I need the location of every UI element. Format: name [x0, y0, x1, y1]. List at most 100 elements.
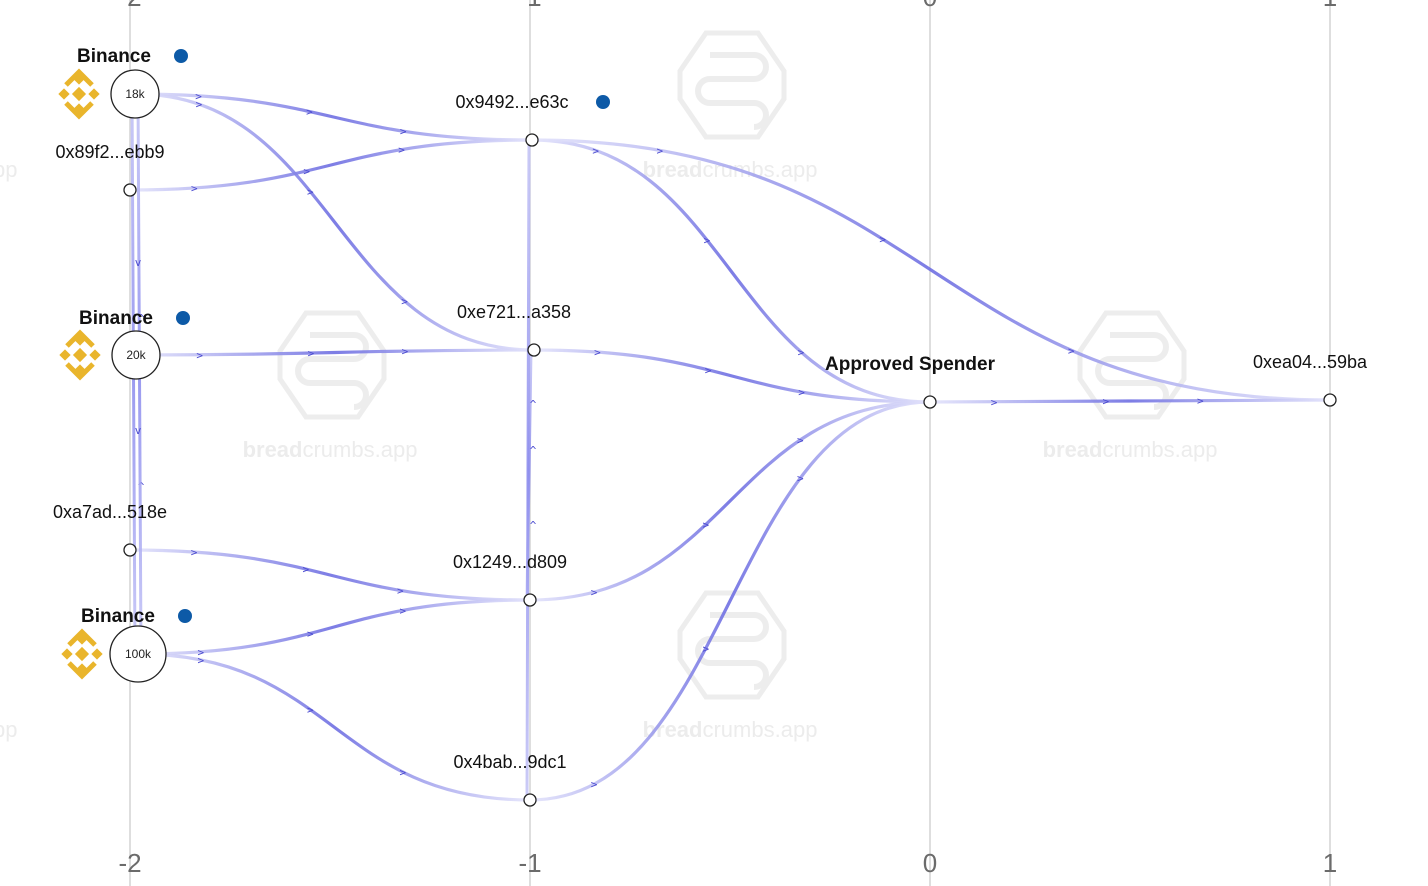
address-node-circle[interactable] [1323, 393, 1337, 407]
edge-arrow-icon: > [302, 563, 309, 576]
node-amount-badge: 18k [125, 87, 145, 101]
edge-arrow-icon: > [195, 90, 202, 103]
edge-bin3-a1249[interactable] [136, 598, 532, 656]
edge-arrow-icon: > [1068, 344, 1075, 357]
edge-bin2-ae721[interactable] [134, 348, 536, 357]
exchange-node-circle[interactable] [111, 330, 161, 380]
edge-arrow-icon: > [592, 144, 599, 157]
node-a89f2[interactable]: 0x89f2...ebb9 [55, 142, 165, 197]
edge-arrow-icon: ^ [530, 519, 537, 532]
edge-arrow-icon: > [798, 386, 805, 399]
node-bin1[interactable]: 18k Binance [58, 46, 188, 120]
node-spender[interactable]: Approved Spender [825, 354, 996, 409]
edge-arrow-icon: > [705, 364, 712, 377]
status-dot-icon [174, 49, 188, 63]
edge-bin1-a9492[interactable] [133, 92, 534, 142]
edge-arrow-icon: > [1197, 394, 1204, 407]
edge-arrow-icon: > [400, 766, 407, 779]
edge-arrow-icon: ^ [530, 444, 537, 457]
watermark-text: breadcrumbs.app [0, 157, 17, 182]
watermark-logo-icon [277, 310, 387, 420]
edge-bin1-ae721[interactable] [133, 92, 536, 352]
node-label: 0x9492...e63c [455, 92, 568, 112]
edge-arrow-icon: > [591, 778, 598, 791]
watermark-text: breadcrumbs.app [0, 717, 17, 742]
edge-arrow-icon: > [591, 586, 598, 599]
node-a4bab[interactable]: 0x4bab...9dc1 [453, 752, 567, 807]
address-node-circle[interactable] [527, 343, 541, 357]
edge-bin3-a4bab[interactable] [136, 652, 532, 802]
axis-tick-top: 0 [923, 0, 937, 12]
edge-arrow-icon: ^ [138, 312, 145, 325]
edge-arrow-icon: > [400, 125, 407, 138]
axis-tick-top: -2 [118, 0, 141, 12]
node-label: Binance [77, 46, 151, 67]
node-amount-badge: 100k [125, 647, 152, 661]
axis-tick-bottom: 1 [1323, 848, 1337, 878]
node-a9492[interactable]: 0x9492...e63c [455, 92, 610, 147]
node-label: Binance [81, 606, 155, 627]
edge-spender-aea04[interactable] [928, 398, 1332, 404]
node-aea04[interactable]: 0xea04...59ba [1253, 352, 1368, 407]
watermark-layer: breadcrumbs.app breadcrumbs.app breadcrumb… [0, 30, 1217, 742]
node-layer: 18kBinance0x89f2...ebb920kBinance0xa7ad.… [53, 46, 1368, 807]
status-dot-icon [176, 311, 190, 325]
node-label: Binance [79, 308, 153, 329]
node-label: 0x89f2...ebb9 [55, 142, 164, 162]
node-aa7ad[interactable]: 0xa7ad...518e [53, 502, 167, 557]
edge-arrow-icon: > [594, 346, 601, 359]
address-node-circle[interactable] [525, 133, 539, 147]
edge-arrow-icon: v [135, 256, 142, 269]
edge-arrow-icon: > [191, 182, 198, 195]
exchange-node-circle[interactable] [109, 625, 167, 683]
binance-icon [61, 628, 103, 680]
edge-arrow-icon: > [702, 519, 709, 532]
address-node-circle[interactable] [123, 183, 137, 197]
edge-arrow-icon: > [879, 233, 886, 246]
edge-a9492-aea04[interactable] [530, 138, 1332, 402]
edge-arrow-icon: > [397, 584, 404, 597]
watermark-logo-icon [1077, 310, 1187, 420]
address-node-circle[interactable] [523, 793, 537, 807]
node-ae721[interactable]: 0xe721...a358 [457, 302, 571, 357]
edge-arrow-icon: > [306, 106, 313, 119]
axis-tick-bottom: -2 [118, 848, 141, 878]
edge-arrow-icon: > [307, 627, 314, 640]
node-label: 0xea04...59ba [1253, 352, 1368, 372]
node-label: 0x4bab...9dc1 [453, 752, 566, 772]
address-node-circle[interactable] [923, 395, 937, 409]
edge-arrow-icon: > [991, 396, 998, 409]
node-a1249[interactable]: 0x1249...d809 [453, 552, 567, 607]
watermark-text: breadcrumbs.app [643, 157, 818, 182]
node-label: Approved Spender [825, 354, 996, 375]
exchange-node-circle[interactable] [110, 69, 160, 119]
edge-a4bab-a9492[interactable] [525, 138, 531, 802]
edge-a1249-spender[interactable] [528, 400, 932, 602]
edge-aa7ad-a1249[interactable] [128, 548, 532, 602]
address-node-circle[interactable] [523, 593, 537, 607]
edge-arrow-icon: > [797, 472, 804, 485]
edge-a89f2-a9492[interactable] [128, 138, 534, 192]
edge-arrow-icon: > [398, 144, 405, 157]
watermark-text: breadcrumbs.app [643, 717, 818, 742]
edge-arrow-icon: > [1102, 395, 1109, 408]
edge-arrow-icon: v [135, 424, 142, 437]
node-label: 0xe721...a358 [457, 302, 571, 322]
edge-arrow-icon: > [656, 144, 663, 157]
axis-tick-top: -1 [518, 0, 541, 12]
edge-a9492-spender[interactable] [530, 138, 932, 404]
edge-arrow-icon: > [797, 434, 804, 447]
axis-tick-top: 1 [1323, 0, 1337, 12]
edge-arrow-icon: > [307, 704, 314, 717]
edge-arrow-icon: > [308, 347, 315, 360]
node-label: 0x1249...d809 [453, 552, 567, 572]
edge-arrow-icon: > [400, 604, 407, 617]
edge-arrow-icon: > [197, 646, 204, 659]
address-node-circle[interactable] [123, 543, 137, 557]
edge-a4bab-spender[interactable] [528, 400, 932, 802]
edge-arrow-icon: > [196, 349, 203, 362]
node-bin3[interactable]: 100k Binance [61, 606, 192, 683]
edge-ae721-spender[interactable] [532, 348, 932, 404]
